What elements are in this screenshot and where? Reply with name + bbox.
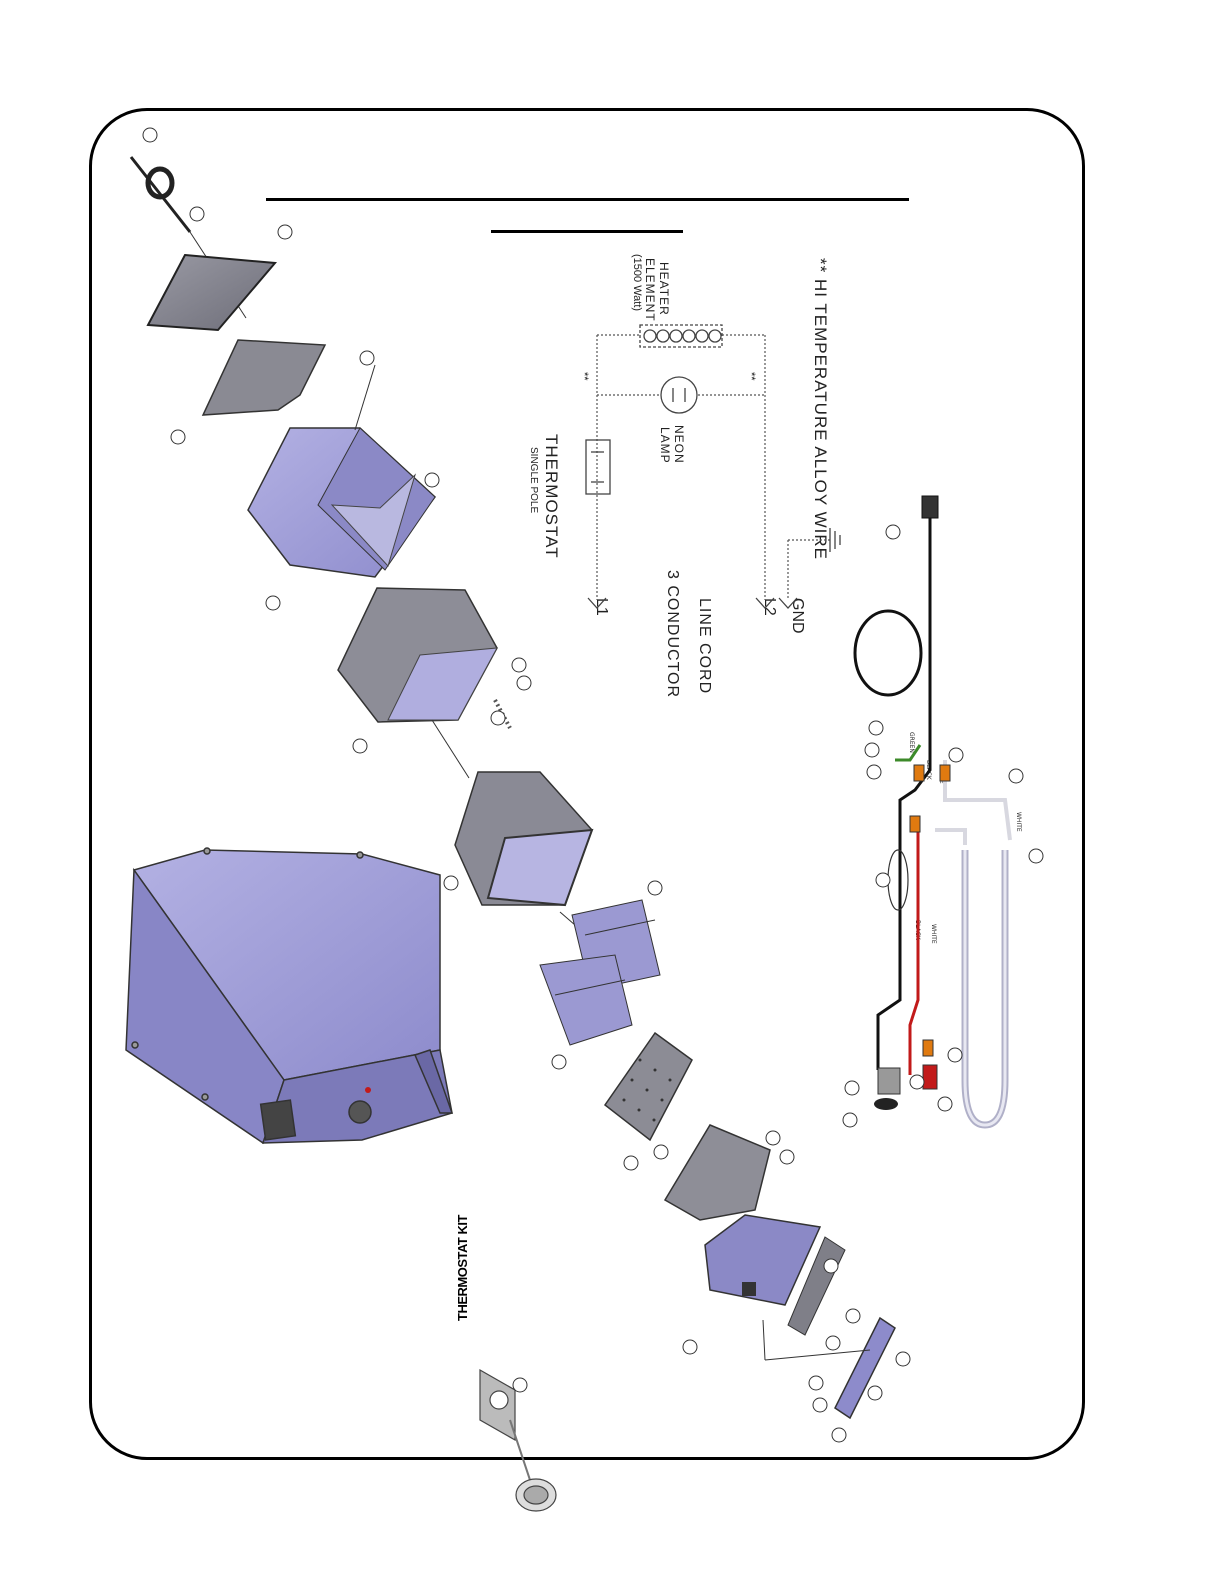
perforated-shelf bbox=[605, 1033, 692, 1140]
oven-switch bbox=[261, 1100, 296, 1140]
heater-coil-2 bbox=[657, 330, 669, 342]
control-housing bbox=[835, 1318, 895, 1418]
heater-coil-5 bbox=[696, 330, 708, 342]
plug-head bbox=[922, 496, 938, 518]
neon-lamp-symbol bbox=[661, 377, 697, 413]
wire-connectors bbox=[910, 765, 950, 1056]
heater-coil-6 bbox=[709, 330, 721, 342]
oven-lamp bbox=[365, 1087, 371, 1093]
heater-coil-4 bbox=[683, 330, 695, 342]
cable-tie bbox=[888, 850, 908, 910]
wiring-schematic bbox=[597, 335, 830, 600]
insulation-panel bbox=[203, 340, 325, 415]
heating-element bbox=[965, 850, 1005, 1125]
back-cover-plate bbox=[148, 255, 275, 330]
neon-lamp-part bbox=[923, 1065, 937, 1089]
heater-coil-1 bbox=[644, 330, 656, 342]
wiring-harness bbox=[855, 496, 1010, 1075]
oven-dial bbox=[349, 1101, 371, 1123]
thermostat-switch-part bbox=[878, 1068, 900, 1094]
cord-coil bbox=[855, 611, 921, 695]
callout-bubbles bbox=[143, 128, 1043, 1442]
assembled-oven bbox=[126, 848, 452, 1143]
heater-coil-3 bbox=[670, 330, 682, 342]
front-insulation bbox=[665, 1125, 770, 1220]
thermostat-symbol bbox=[586, 440, 610, 494]
oven-racks bbox=[540, 900, 660, 1045]
top-line-cord bbox=[131, 157, 190, 232]
schematic-symbols bbox=[586, 325, 840, 608]
